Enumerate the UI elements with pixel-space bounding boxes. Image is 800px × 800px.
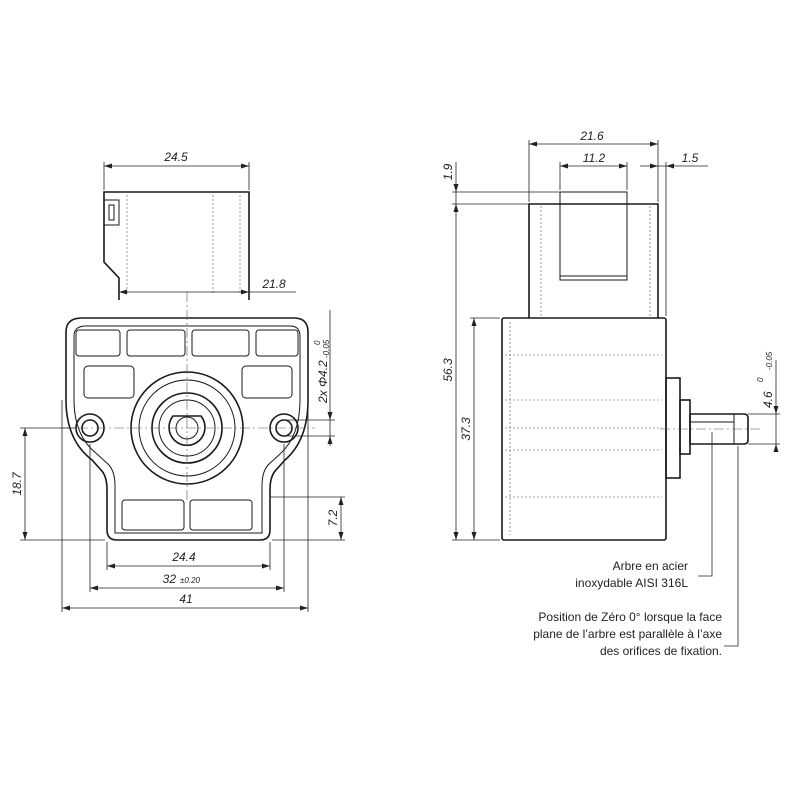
dim-32-tol: ±0.20 [180, 576, 201, 585]
dim-41: 41 [179, 592, 192, 606]
pocket [83, 365, 135, 399]
dim-24.5: 24.5 [163, 150, 188, 164]
dim-7.2: 7.2 [326, 509, 340, 526]
dim-32: 32 [163, 572, 177, 586]
pocket [241, 365, 293, 399]
body-inner-outline [73, 325, 301, 534]
side-connector [528, 203, 659, 318]
pocket [255, 329, 299, 357]
leader-shaft-material [698, 432, 713, 577]
shaft-flat [168, 415, 206, 447]
note-zero-line2: plane de l’arbre est parallèle à l’axe [533, 627, 722, 641]
pocket [121, 499, 185, 531]
note-zero-line3: des orifices de fixation. [600, 644, 722, 658]
pocket [191, 329, 250, 357]
side-shaft [689, 413, 749, 445]
dim-4.6-tol-lower: -0.05 [765, 351, 774, 370]
dim-hole-dia: 2x Φ4.2 [316, 360, 330, 404]
pocket [75, 329, 121, 357]
note-zero-line1: Position de Zéro 0° lorsque la face [538, 610, 722, 624]
dim-4.6: 4.6 [761, 391, 775, 408]
dim-hole-tol-lower: -0.05 [322, 339, 331, 358]
connector-housing [103, 191, 250, 300]
notes: Arbre en acier inoxydable AISI 316L Posi… [533, 559, 722, 658]
dim-18.7: 18.7 [10, 471, 24, 496]
dim-21.8: 21.8 [261, 277, 286, 291]
side-hub [679, 399, 691, 455]
dim-arrows [453, 532, 459, 540]
pocket [126, 329, 186, 357]
side-flange [665, 377, 681, 479]
pocket [189, 499, 253, 531]
side-view: 21.6 11.2 1.5 1.9 56.3 37.3 4.6 [441, 129, 780, 647]
note-shaft-line1: Arbre en acier [613, 559, 688, 573]
dim-1.5: 1.5 [682, 151, 699, 165]
note-shaft-line2: inoxydable AISI 316L [575, 576, 688, 590]
dim-21.6: 21.6 [579, 129, 604, 143]
dim-hole-tol-upper: 0 [313, 340, 322, 345]
dim-56.3: 56.3 [441, 358, 455, 382]
dim-37.3: 37.3 [459, 417, 473, 441]
dim-11.2: 11.2 [583, 151, 606, 165]
dim-arrows [650, 163, 674, 169]
dim-arrows [327, 412, 333, 444]
front-view: 24.5 21.8 2x Φ4.2 0 -0.05 18.7 7.2 24.4 [10, 150, 345, 612]
body-outline [65, 317, 309, 541]
dim-1.9: 1.9 [441, 163, 455, 180]
side-body [501, 317, 667, 541]
dim-24.4: 24.4 [171, 550, 196, 564]
connector-latch [104, 199, 120, 226]
dim-4.6-tol-upper: 0 [756, 377, 765, 382]
side-connector-slot [559, 191, 628, 281]
dim-arrows [560, 163, 627, 169]
leader-zero-position [724, 446, 739, 647]
